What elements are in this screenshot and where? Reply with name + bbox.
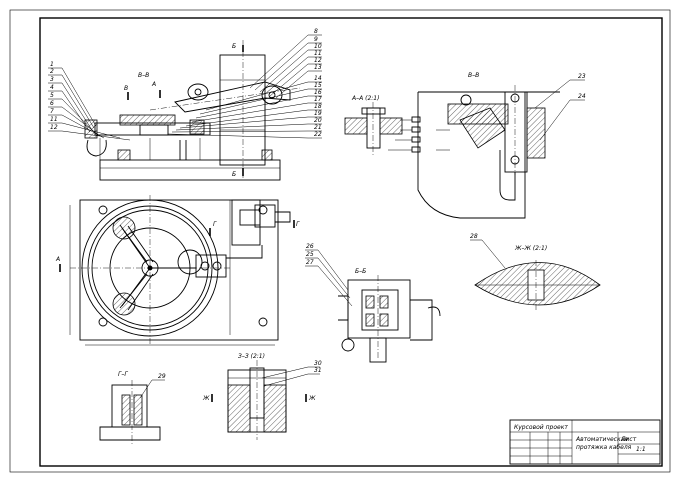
drawing-frame	[39, 17, 663, 467]
leader-27: 27	[306, 259, 314, 266]
leader-11-left: 11	[50, 116, 58, 123]
section-gg-view: Г–Г 29	[99, 371, 166, 445]
leader-9: 9	[314, 36, 318, 43]
leader-12-right: 12	[314, 57, 322, 64]
leader-12-left: 12	[50, 124, 58, 131]
leader-8: 8	[314, 28, 318, 35]
leader-26: 26	[306, 243, 314, 250]
section-mark-zh-right: Ж	[308, 395, 316, 402]
leader-30: 30	[314, 360, 322, 367]
section-bb-view: Б–Б 26 25 27	[305, 243, 441, 363]
leader-29: 29	[158, 373, 166, 380]
leader-15: 15	[314, 82, 322, 89]
leader-13: 13	[314, 64, 322, 71]
main-front-section: В–В В Б Б А	[48, 28, 322, 181]
section-mark-a-plan: А	[55, 256, 60, 263]
view-title-main: В–В	[138, 72, 149, 79]
leader-17: 17	[314, 96, 322, 103]
leader-10: 10	[314, 43, 322, 50]
view-title-aa: А–А (2:1)	[351, 95, 379, 102]
leader-25: 25	[306, 251, 314, 258]
section-bb-upper-view: В–В 23 24	[417, 72, 586, 219]
leader-19: 19	[314, 110, 322, 117]
leader-group-left: 1 2 3 4 5 6 7 11 12	[48, 61, 131, 141]
leader-4: 4	[50, 84, 54, 91]
view-title-bb-upper: В–В	[468, 72, 479, 79]
title-name-line2: протяжка кабеля	[576, 444, 632, 451]
section-mark-g-right: Г	[296, 221, 300, 228]
leader-2: 2	[50, 68, 54, 75]
outer-sheet-border	[9, 9, 671, 473]
view-title-zhzh: Ж–Ж (2:1)	[514, 245, 547, 252]
leader-21: 21	[314, 124, 322, 131]
section-mark-g-left: Г	[213, 221, 217, 228]
leader-5: 5	[50, 92, 54, 99]
section-mark-zh-left: Ж	[202, 395, 210, 402]
leader-3: 3	[50, 76, 54, 83]
title-sheet-label: Лист	[620, 436, 637, 443]
leader-22: 22	[314, 131, 322, 138]
leader-23: 23	[578, 73, 586, 80]
section-aa-view: А–А (2:1)	[344, 95, 421, 155]
leader-7: 7	[50, 108, 54, 115]
leader-1: 1	[50, 61, 54, 68]
leader-11-right: 11	[314, 50, 322, 57]
leader-group-right: 8 9 10 11 12 13 14 15 16 17 18 19 20 21 …	[167, 28, 322, 139]
leader-18: 18	[314, 103, 322, 110]
section-mark-b-bottom: Б	[232, 171, 236, 178]
title-block: Курсовой проект Автоматическая протяжка …	[509, 419, 661, 465]
leader-14: 14	[314, 75, 322, 82]
title-stamp: Курсовой проект	[514, 424, 568, 431]
view-title-gg: Г–Г	[118, 371, 128, 378]
plan-view: Г Г А	[55, 195, 300, 346]
title-name-line1: Автоматическая	[575, 436, 628, 443]
title-scale: 1:1	[636, 446, 646, 453]
leader-20: 20	[314, 117, 322, 124]
section-mark-a-left: А	[151, 81, 156, 88]
section-mark-b-top: Б	[232, 43, 236, 50]
section-zhzh-view: Ж–Ж (2:1) 28	[470, 233, 601, 310]
leader-16: 16	[314, 89, 322, 96]
section-mark-v-left: В	[124, 85, 128, 92]
leader-6: 6	[50, 100, 54, 107]
view-title-bb: Б–Б	[355, 268, 366, 275]
section-zz-view: З–З (2:1) Ж Ж 30 31	[202, 353, 322, 440]
view-title-zz: З–З (2:1)	[238, 353, 265, 360]
leader-31: 31	[314, 367, 322, 374]
leader-24: 24	[578, 93, 586, 100]
leader-28: 28	[470, 233, 478, 240]
